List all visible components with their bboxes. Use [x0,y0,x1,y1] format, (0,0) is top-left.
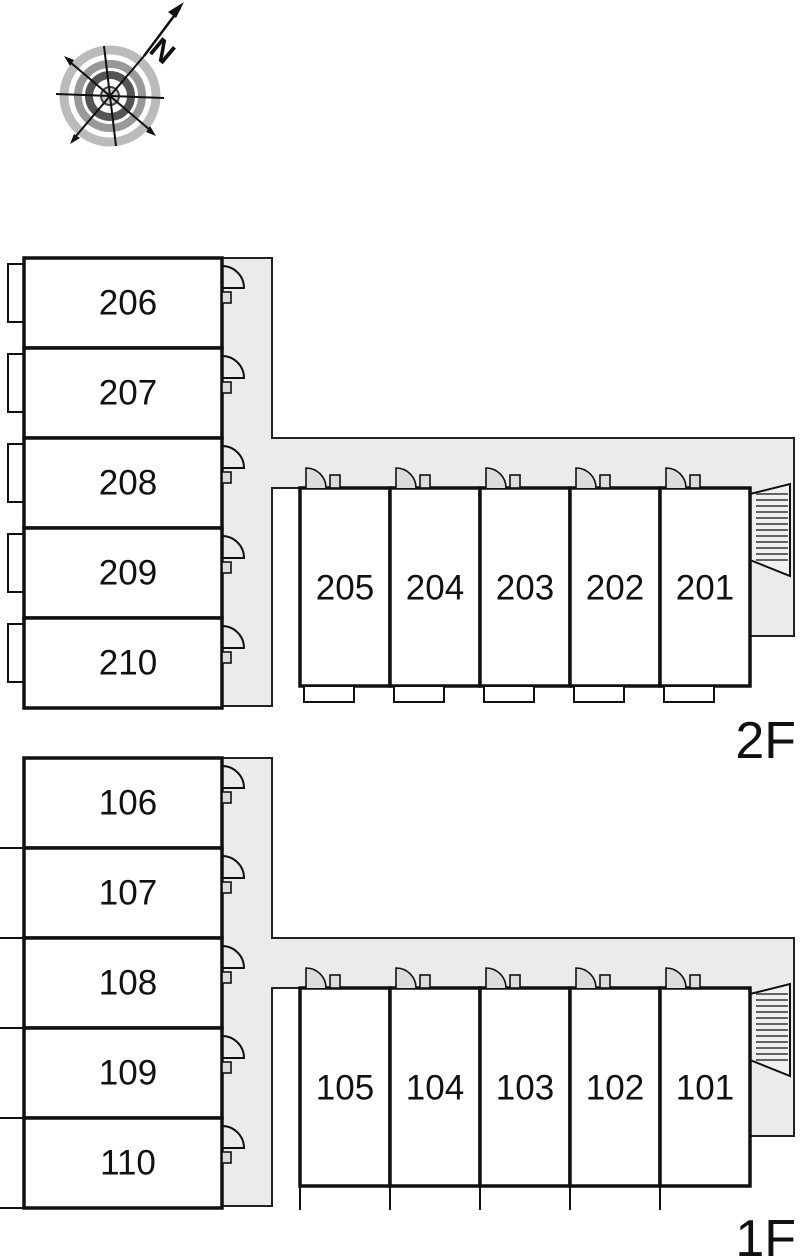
door-icon [221,1125,246,1164]
door-icon [575,967,611,989]
door-icon [665,467,701,489]
unit-203: 203 [478,467,572,703]
unit-number: 210 [99,644,157,683]
unit-number: 104 [406,1069,464,1108]
door-icon [221,855,246,894]
unit-101: 101 [658,967,752,1210]
balcony [663,685,715,703]
unit-number: 208 [99,464,157,503]
unit-room [478,486,572,688]
unit-number: 202 [586,569,644,608]
door-icon [665,967,701,989]
balcony [483,685,535,703]
door-icon [395,967,431,989]
staircase-icon [749,482,791,578]
unit-108: 108 [0,936,246,1030]
unit-number: 108 [99,964,157,1003]
balcony [7,443,25,503]
unit-room [388,986,482,1188]
unit-105: 105 [298,967,392,1210]
unit-210: 210 [7,616,246,710]
unit-106: 106 [0,756,246,850]
balcony [7,623,25,683]
unit-104: 104 [388,967,482,1210]
door-icon [485,967,521,989]
compass-icon: N [55,2,184,147]
door-icon [221,535,246,574]
unit-room [22,436,224,530]
unit-207: 207 [7,346,246,440]
unit-208: 208 [7,436,246,530]
unit-room [298,986,392,1188]
unit-number: 105 [316,1069,374,1108]
unit-number: 209 [99,554,157,593]
unit-number: 102 [586,1069,644,1108]
unit-number: 206 [99,284,157,323]
unit-room [658,986,752,1188]
unit-205: 205 [298,467,392,703]
unit-room [22,1116,224,1210]
unit-number: 207 [99,374,157,413]
floor-label: 2F [735,712,796,770]
door-icon [221,445,246,484]
balcony [7,353,25,413]
unit-room [22,1026,224,1120]
unit-room [658,486,752,688]
unit-107: 107 [0,846,246,940]
unit-number: 101 [676,1069,734,1108]
unit-201: 201 [658,467,752,703]
balcony [393,685,445,703]
floor-1f: 106 107 108 109 110 105 104 103 102 101 1F [0,756,796,1257]
door-icon [221,355,246,394]
door-icon [221,1035,246,1074]
balcony [303,685,355,703]
balcony [7,533,25,593]
unit-room [388,486,482,688]
door-icon [221,625,246,664]
unit-103: 103 [478,967,572,1210]
unit-206: 206 [7,256,246,350]
unit-room [568,986,662,1188]
unit-102: 102 [568,967,662,1210]
door-icon [485,467,521,489]
door-icon [221,265,246,304]
unit-number: 201 [676,569,734,608]
unit-number: 204 [406,569,464,608]
unit-number: 109 [99,1054,157,1093]
unit-number: 103 [496,1069,554,1108]
balcony [7,263,25,323]
door-icon [305,467,341,489]
unit-room [298,486,392,688]
unit-209: 209 [7,526,246,620]
unit-204: 204 [388,467,482,703]
door-icon [395,467,431,489]
unit-number: 110 [100,1144,156,1183]
unit-room [22,526,224,620]
unit-room [478,986,572,1188]
unit-number: 106 [99,784,157,823]
staircase-icon [749,982,791,1078]
unit-number: 203 [496,569,554,608]
unit-202: 202 [568,467,662,703]
door-icon [221,945,246,984]
unit-room [22,846,224,940]
floor-label: 1F [735,1210,796,1257]
door-icon [221,765,246,804]
unit-number: 107 [99,874,157,913]
balcony [573,685,625,703]
floor-2f: 206 207 208 209 210 205 204 203 202 201 2F [7,256,796,770]
door-icon [305,967,341,989]
unit-room [22,616,224,710]
unit-room [22,756,224,850]
unit-109: 109 [0,1026,246,1120]
unit-110: 110 [0,1116,246,1210]
door-icon [575,467,611,489]
unit-number: 205 [316,569,374,608]
